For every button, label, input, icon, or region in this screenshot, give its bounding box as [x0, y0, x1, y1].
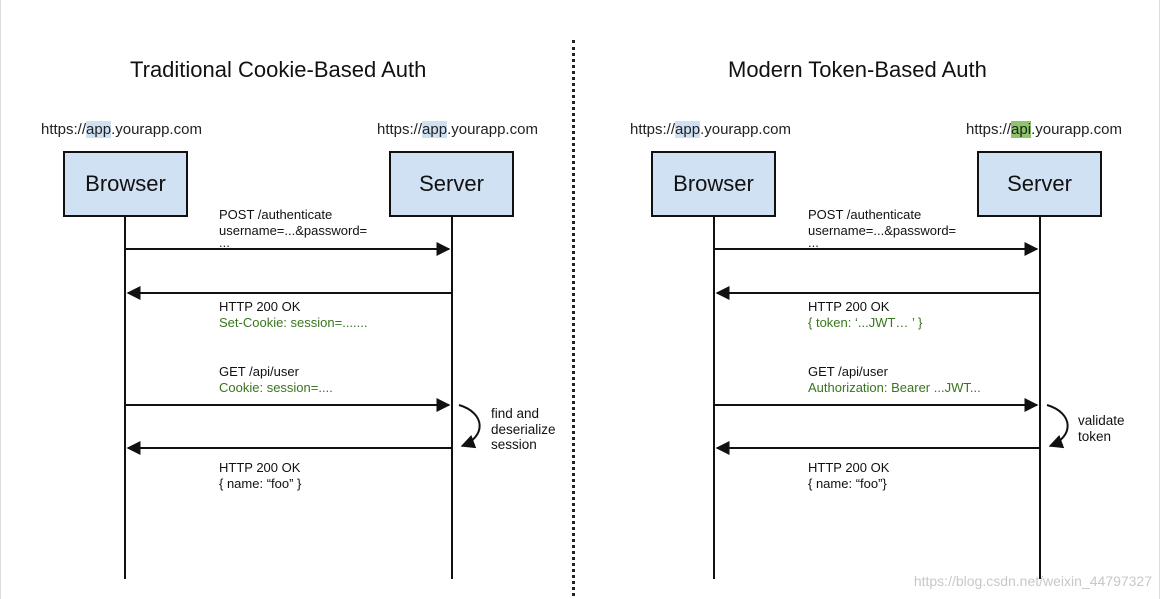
- right-msg4-label: HTTP 200 OK { name: “foo”}: [808, 460, 889, 492]
- msg-line: POST /authenticate: [808, 207, 922, 222]
- right-msg2-label: HTTP 200 OK { token: ‘...JWT… ’ }: [808, 299, 922, 331]
- left-server-lifeline: [451, 217, 453, 579]
- host-prefix: https://: [41, 121, 87, 138]
- msg-line: { name: “foo” }: [219, 476, 302, 491]
- msg-line: GET /api/user: [219, 364, 299, 379]
- left-server-host: https://app.yourapp.com: [377, 121, 538, 138]
- msg-line: ...: [219, 235, 230, 250]
- msg-line: username=...&password=: [219, 223, 368, 238]
- right-server-note: validate token: [1078, 413, 1125, 444]
- host-highlight: app: [675, 121, 701, 138]
- host-prefix: https://: [630, 121, 676, 138]
- left-msg4-label: HTTP 200 OK { name: “foo” }: [219, 460, 301, 492]
- msg-line: HTTP 200 OK: [219, 460, 301, 475]
- right-title: Modern Token-Based Auth: [728, 57, 987, 82]
- note-line: deserialize: [491, 421, 556, 437]
- left-browser-host: https://app.yourapp.com: [41, 121, 202, 138]
- msg-header-line: Cookie: session=....: [219, 380, 333, 395]
- left-self-process-arrow: [458, 404, 481, 449]
- server-label: Server: [1007, 171, 1072, 196]
- panel-divider: [572, 40, 575, 596]
- msg-line: HTTP 200 OK: [808, 299, 890, 314]
- note-line: session: [491, 437, 537, 452]
- browser-label: Browser: [85, 171, 166, 196]
- left-msg1-label: POST /authenticate username=...&password…: [219, 207, 368, 250]
- msg-header-line: Authorization: Bearer ...JWT...: [808, 380, 981, 395]
- left-browser-lifeline: [124, 217, 126, 579]
- note-line: find and: [491, 406, 540, 421]
- msg-header-line: { token: ‘...JWT… ’ }: [808, 315, 923, 330]
- msg-line: ...: [808, 235, 819, 250]
- right-msg3-label: GET /api/user Authorization: Bearer ...J…: [808, 364, 981, 396]
- left-browser-box: Browser: [63, 151, 188, 217]
- msg-line: GET /api/user: [808, 364, 888, 379]
- left-title: Traditional Cookie-Based Auth: [130, 57, 427, 82]
- browser-label: Browser: [673, 171, 754, 196]
- right-browser-box: Browser: [651, 151, 776, 217]
- msg-line: POST /authenticate: [219, 207, 333, 222]
- right-server-lifeline: [1039, 217, 1041, 579]
- right-msg1-label: POST /authenticate username=...&password…: [808, 207, 957, 250]
- right-self-process-arrow: [1046, 404, 1069, 449]
- right-server-host: https://api.yourapp.com: [966, 121, 1122, 138]
- host-suffix: .yourapp.com: [700, 121, 791, 138]
- host-prefix: https://: [966, 121, 1012, 138]
- note-line: token: [1078, 428, 1112, 444]
- msg-line: { name: “foo”}: [808, 476, 887, 491]
- left-server-note: find and deserialize session: [491, 406, 556, 453]
- msg-header-line: Set-Cookie: session=.......: [219, 315, 368, 330]
- left-frame-edge: [0, 0, 1, 599]
- host-highlight: api: [1011, 121, 1032, 138]
- left-msg2-label: HTTP 200 OK Set-Cookie: session=.......: [219, 299, 367, 331]
- right-browser-lifeline: [713, 217, 715, 579]
- left-server-box: Server: [389, 151, 514, 217]
- host-prefix: https://: [377, 121, 423, 138]
- host-suffix: .yourapp.com: [111, 121, 202, 138]
- note-line: validate: [1078, 413, 1125, 428]
- watermark-url: https://blog.csdn.net/weixin_44797327: [913, 573, 1152, 589]
- server-label: Server: [419, 171, 484, 196]
- msg-line: HTTP 200 OK: [219, 299, 301, 314]
- host-suffix: .yourapp.com: [447, 121, 538, 138]
- left-msg3-label: GET /api/user Cookie: session=....: [219, 364, 333, 396]
- right-browser-host: https://app.yourapp.com: [630, 121, 791, 138]
- msg-line: HTTP 200 OK: [808, 460, 890, 475]
- msg-line: username=...&password=: [808, 223, 957, 238]
- right-server-box: Server: [977, 151, 1102, 217]
- host-suffix: .yourapp.com: [1031, 121, 1122, 138]
- host-highlight: app: [86, 121, 112, 138]
- host-highlight: app: [422, 121, 448, 138]
